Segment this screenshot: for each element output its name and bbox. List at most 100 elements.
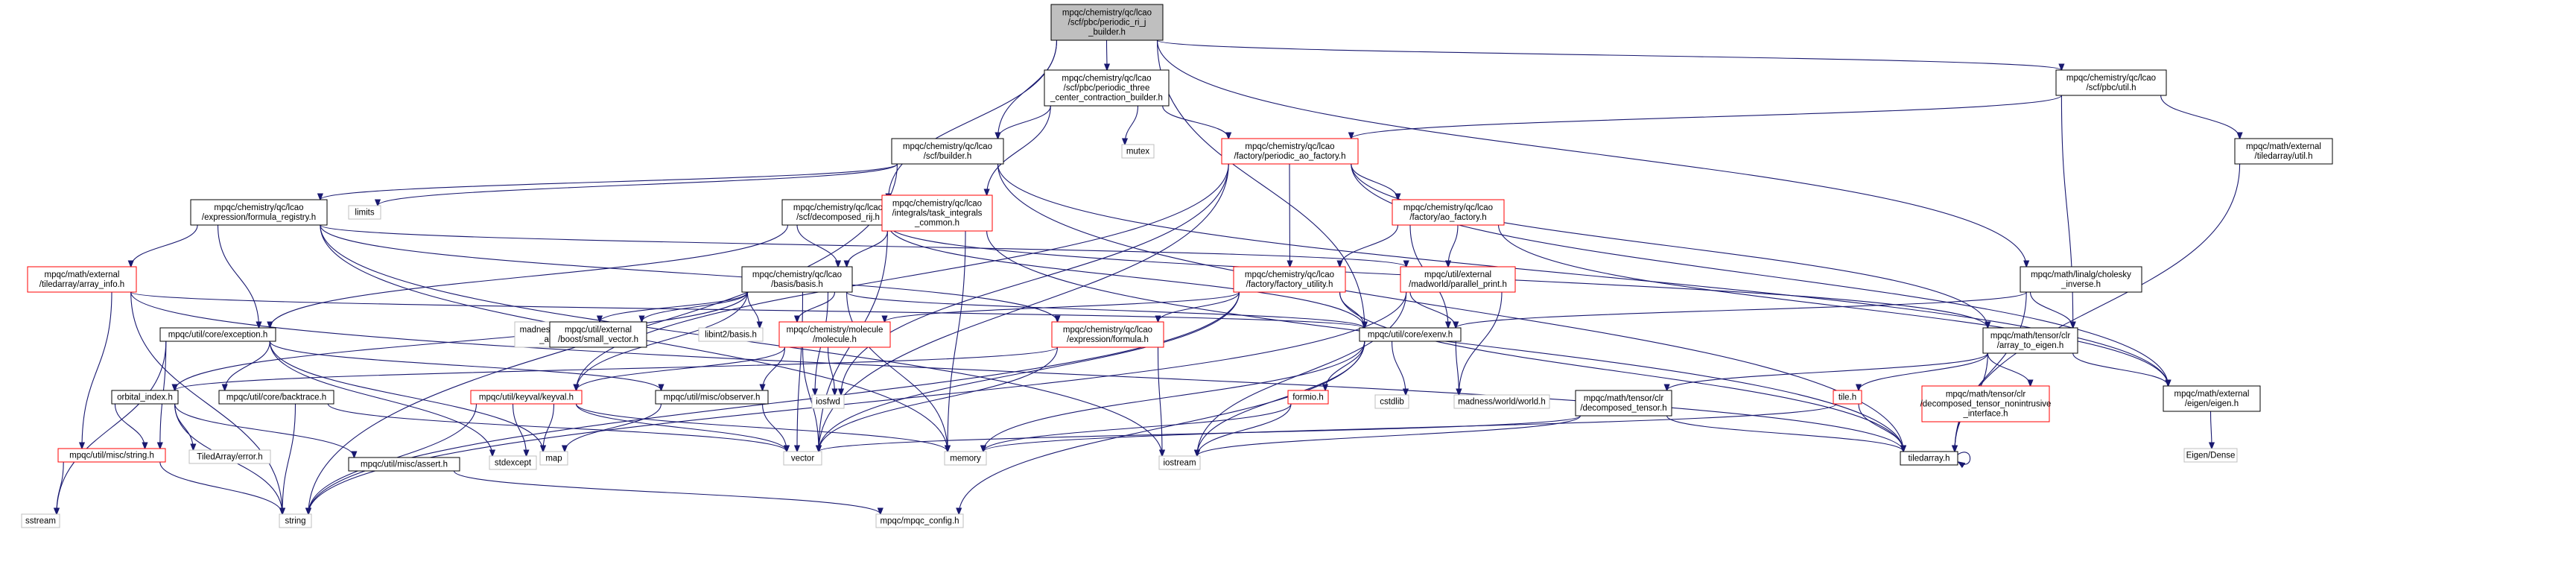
node-tiledarray_error[interactable]: TiledArray/error.h (188, 449, 271, 464)
node-observer[interactable]: mpqc/util/misc/observer.h (655, 390, 769, 405)
node-cstdlib[interactable]: cstdlib (1374, 394, 1409, 409)
node-box-iosfwd (811, 394, 845, 409)
node-limits[interactable]: limits (348, 205, 381, 220)
node-parallel_print[interactable]: mpqc/util/external/madworld/parallel_pri… (1400, 266, 1516, 293)
node-box-sstream (21, 513, 60, 528)
edge-array_info-to-string (130, 291, 282, 514)
node-array_info[interactable]: mpqc/math/external/tiledarray/array_info… (27, 266, 137, 293)
node-exenv[interactable]: mpqc/util/core/exenv.h (1359, 327, 1462, 342)
node-mpqc_config[interactable]: mpqc/mpqc_config.h (875, 513, 964, 528)
edge-task_integrals-to-basis (847, 230, 888, 267)
node-eigen_h[interactable]: mpqc/math/external/eigen/eigen.h (2163, 385, 2261, 412)
node-decomposed_tensor[interactable]: mpqc/math/tensor/clr/decomposed_tensor.h (1575, 390, 1672, 417)
node-memory[interactable]: memory (944, 451, 987, 466)
node-task_integrals[interactable]: mpqc/chemistry/qc/lcao/integrals/task_in… (881, 194, 993, 232)
node-box-cstdlib (1374, 394, 1409, 409)
node-stdexcept[interactable]: stdexcept (489, 455, 537, 470)
node-formio[interactable]: formio.h (1287, 390, 1329, 405)
node-backtrace[interactable]: mpqc/util/core/backtrace.h (218, 390, 334, 405)
node-sstream[interactable]: sstream (21, 513, 60, 528)
node-label-eigen_h-line-1: /eigen/eigen.h (2185, 399, 2239, 408)
node-label-ta_util-line-1: /tiledarray/util.h (2255, 152, 2313, 161)
node-vector[interactable]: vector (783, 451, 822, 466)
edge-formula_reg-to-formula (320, 224, 1058, 322)
node-root[interactable]: mpqc/chemistry/qc/lcao/scf/pbc/periodic_… (1050, 4, 1164, 41)
node-string[interactable]: string (279, 513, 312, 528)
node-molecule[interactable]: mpqc/chemistry/molecule/molecule.h (778, 321, 891, 348)
node-array_to_eigen[interactable]: mpqc/math/tensor/clr/array_to_eigen.h (1982, 327, 2078, 354)
node-madworld[interactable]: madness/world/world.h (1453, 394, 1550, 409)
edge-array_info-to-tiledarray (130, 291, 1903, 452)
node-label-decomposed_tensor-line-1: /decomposed_tensor.h (1580, 404, 1666, 413)
node-box-string (279, 513, 312, 528)
node-label-string_h-line-0: mpqc/util/misc/string.h (69, 452, 154, 460)
node-box-exception (159, 327, 276, 342)
node-label-nonintrusive-line-2: _interface.h (1962, 410, 2008, 419)
node-tile_h[interactable]: tile.h (1833, 390, 1862, 405)
node-assert_h[interactable]: mpqc/util/misc/assert.h (348, 457, 460, 472)
node-label-map-line-0: map (545, 455, 562, 463)
node-nonintrusive[interactable]: mpqc/math/tensor/clr/decomposed_tensor_n… (1920, 385, 2052, 422)
node-box-factory_utility (1233, 266, 1346, 293)
node-ta_util[interactable]: mpqc/math/external/tiledarray/util.h (2234, 138, 2333, 165)
node-label-decomposed_tensor-line-0: mpqc/math/tensor/clr (1584, 394, 1664, 403)
node-ao_factory[interactable]: mpqc/chemistry/qc/lcao/factory/ao_factor… (1392, 199, 1505, 226)
node-libint2_basis[interactable]: libint2/basis.h (698, 327, 764, 342)
node-cholesky[interactable]: mpqc/math/linalg/cholesky_inverse.h (2020, 266, 2142, 293)
node-label-formula_reg-line-0: mpqc/chemistry/qc/lcao (214, 203, 303, 212)
node-iosfwd[interactable]: iosfwd (811, 394, 845, 409)
node-iostream[interactable]: iostream (1158, 455, 1201, 470)
node-exception[interactable]: mpqc/util/core/exception.h (159, 327, 276, 342)
node-label-tile_h-line-0: tile.h (1839, 393, 1856, 402)
node-box-array_to_eigen (1982, 327, 2078, 354)
node-label-mutex-line-0: mutex (1126, 148, 1150, 156)
node-label-basis-line-1: /basis/basis.h (771, 280, 823, 289)
edge-decomp_rij-to-basis (796, 224, 838, 267)
node-box-formio (1287, 390, 1329, 405)
edge-observer-to-map (565, 403, 662, 452)
edge-parallel_print-to-iostream (1197, 291, 1407, 456)
node-util_h[interactable]: mpqc/chemistry/qc/lcao/scf/pbc/util.h (2055, 69, 2167, 96)
node-box-iostream (1158, 455, 1201, 470)
node-map[interactable]: map (539, 451, 568, 466)
node-formula_reg[interactable]: mpqc/chemistry/qc/lcao/expression/formul… (190, 199, 328, 226)
node-box-cholesky (2020, 266, 2142, 293)
node-mutex[interactable]: mutex (1121, 144, 1155, 159)
edge-exception-to-observer (269, 341, 661, 390)
edge-ao_factory-to-parallel_print (1448, 224, 1459, 267)
node-label-molecule-line-0: mpqc/chemistry/molecule (787, 326, 883, 335)
edge-exenv-to-cstdlib (1391, 341, 1406, 395)
node-label-nonintrusive-line-0: mpqc/math/tensor/clr (1946, 390, 2026, 399)
node-basis[interactable]: mpqc/chemistry/qc/lcao/basis/basis.h (741, 266, 853, 293)
node-label-formula-line-0: mpqc/chemistry/qc/lcao (1063, 326, 1152, 335)
node-label-mpqc_config-line-0: mpqc/mpqc_config.h (880, 517, 959, 526)
node-label-factory_utility-line-1: /factory/factory_utility.h (1246, 280, 1333, 289)
node-periodic_ao[interactable]: mpqc/chemistry/qc/lcao/factory/periodic_… (1221, 138, 1359, 165)
node-label-root-line-1: /scf/pbc/periodic_ri_j (1068, 19, 1146, 28)
node-label-formula_reg-line-1: /expression/formula_registry.h (202, 213, 316, 222)
node-orbital_index[interactable]: orbital_index.h (111, 390, 179, 405)
node-decomp_rij[interactable]: mpqc/chemistry/qc/lcao/scf/decomposed_ri… (781, 199, 895, 226)
node-string_h[interactable]: mpqc/util/misc/string.h (57, 448, 166, 463)
node-label-util_h-line-0: mpqc/chemistry/qc/lcao (2066, 74, 2156, 83)
node-label-stdexcept-line-0: stdexcept (495, 459, 532, 468)
edge-root-to-util_h (1156, 39, 2062, 70)
edge-molecule-to-observer (763, 346, 786, 390)
node-tiledarray[interactable]: tiledarray.h (1900, 451, 1958, 466)
edge-basis-to-molecule (797, 291, 836, 322)
node-label-array_to_eigen-line-1: /array_to_eigen.h (1997, 341, 2064, 350)
node-box-basis (741, 266, 853, 293)
node-builder[interactable]: mpqc/chemistry/qc/lcao/scf/builder.h (891, 138, 1004, 165)
node-keyval[interactable]: mpqc/util/keyval/keyval.h (470, 390, 583, 405)
node-eigen_dense[interactable]: Eigen/Dense (2183, 448, 2238, 463)
edge-orbital_index-to-assert_h (174, 403, 355, 458)
node-formula[interactable]: mpqc/chemistry/qc/lcao/expression/formul… (1051, 321, 1164, 348)
edge-exenv-to-formio (1325, 341, 1365, 390)
node-small_vector[interactable]: mpqc/util/external/boost/small_vector.h (549, 321, 647, 348)
node-label-eigen_h-line-0: mpqc/math/external (2174, 390, 2250, 399)
node-box-molecule (778, 321, 891, 348)
node-factory_utility[interactable]: mpqc/chemistry/qc/lcao/factory/factory_u… (1233, 266, 1346, 293)
node-p3c[interactable]: mpqc/chemistry/qc/lcao/scf/pbc/periodic_… (1044, 69, 1170, 107)
node-label-limits-line-0: limits (355, 209, 374, 218)
node-box-mutex (1121, 144, 1155, 159)
